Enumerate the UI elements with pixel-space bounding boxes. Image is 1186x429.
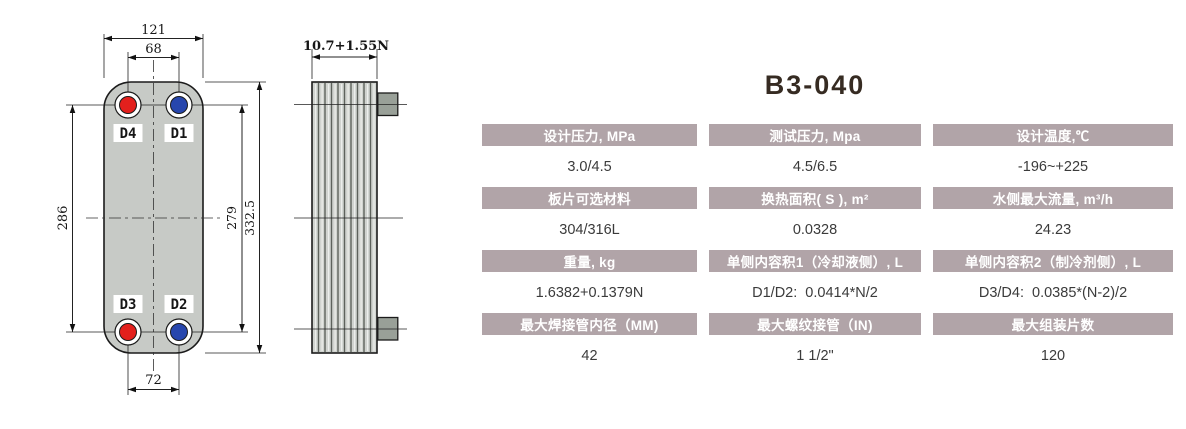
port-d1: [165, 91, 193, 119]
dim-text: 68: [145, 42, 162, 57]
dim-text: 72: [145, 373, 162, 388]
port-hot: [119, 323, 137, 341]
page-title: B3-040: [764, 70, 866, 100]
drawing-area: D4 D1 D3 D2 121 68: [0, 0, 470, 429]
arrow: [69, 324, 76, 332]
dim-text: 121: [141, 23, 166, 38]
spec-header: 重量, kg: [482, 250, 697, 272]
port-cold: [170, 96, 188, 114]
dim-depth: 10.7+1.55N: [303, 39, 389, 79]
arrow: [171, 54, 179, 61]
port-label-d2: D2: [171, 297, 188, 313]
spec-value: 3.0/4.5: [567, 158, 612, 175]
dim-text: 279: [224, 206, 239, 230]
spec-value: D3/D4: 0.0385*(N-2)/2: [978, 284, 1128, 301]
arrow: [171, 386, 179, 393]
spec-value: D1/D2: 0.0414*N/2: [752, 284, 878, 301]
arrow: [195, 35, 203, 42]
port-label-d1: D1: [171, 126, 188, 142]
label-bg: [164, 124, 194, 142]
arrow: [369, 54, 377, 60]
arrow: [312, 54, 320, 60]
spec-header: 水侧最大流量, m³/h: [933, 187, 1173, 209]
port-cold: [170, 323, 188, 341]
plate-rib-highlights: [315, 84, 375, 351]
label-bg: [113, 124, 143, 142]
spec-header: 测试压力, Mpa: [709, 124, 921, 146]
arrow: [128, 54, 136, 61]
dim-width-outer: 121: [103, 23, 204, 78]
spec-header: 最大组装片数: [933, 313, 1173, 335]
side-view: 10.7+1.55N: [294, 39, 407, 354]
spec-header: 设计压力, MPa: [482, 124, 697, 146]
arrow: [239, 105, 245, 113]
spec-value: -196~+225: [1017, 158, 1089, 175]
spec-value: 1.6382+0.1379N: [535, 284, 644, 301]
front-view: D4 D1 D3 D2 121 68: [56, 23, 266, 395]
dim-text: 10.7+1.55N: [303, 39, 389, 54]
spec-value: 120: [1040, 347, 1066, 364]
heat-exchanger-drawing: D4 D1 D3 D2 121 68: [56, 23, 407, 395]
arrow: [69, 105, 76, 113]
arrow: [104, 35, 112, 42]
spec-header: 最大焊接管内径（MM): [482, 313, 697, 335]
dim-width-inner: 68: [128, 42, 179, 61]
arrow: [256, 345, 263, 353]
port-d3: [114, 318, 142, 346]
spec-table: 设计压力, MPa 测试压力, Mpa 设计温度,℃ 3.0/4.5 4.5/6…: [482, 124, 1173, 376]
dim-text: 286: [56, 206, 71, 231]
dim-height-right-inner: 279: [224, 105, 245, 332]
arrow: [128, 386, 136, 393]
label-bg: [113, 295, 143, 313]
spec-header: 单侧内容积1（冷却液侧）, L: [709, 250, 921, 272]
spec-value: 1 1/2": [796, 347, 834, 364]
plate-ribs: [317, 83, 372, 352]
port-hot: [119, 96, 137, 114]
port-d2: [165, 318, 193, 346]
dim-height-right-outer: 332.5: [205, 81, 266, 354]
port-label-d4: D4: [120, 126, 137, 142]
spec-value: 24.23: [1034, 221, 1072, 238]
spec-header: 最大螺纹接管（IN): [709, 313, 921, 335]
port-d4: [114, 91, 142, 119]
label-bg: [164, 295, 194, 313]
arrow: [256, 82, 263, 90]
dim-text: 332.5: [242, 200, 257, 236]
dim-height-left: 286: [56, 105, 76, 332]
spec-value: 4.5/6.5: [792, 158, 838, 175]
spec-value: 304/316L: [559, 221, 620, 238]
port-label-d3: D3: [120, 297, 137, 313]
spec-value: 0.0328: [792, 221, 838, 238]
spec-header: 单侧内容积2（制冷剂侧）, L: [933, 250, 1173, 272]
spec-value: 42: [581, 347, 598, 364]
arrow: [239, 324, 245, 332]
spec-header: 板片可选材料: [482, 187, 697, 209]
spec-header: 设计温度,℃: [933, 124, 1173, 146]
spec-header: 换热面积( S ), m²: [709, 187, 921, 209]
dim-width-bottom: 72: [128, 373, 179, 393]
